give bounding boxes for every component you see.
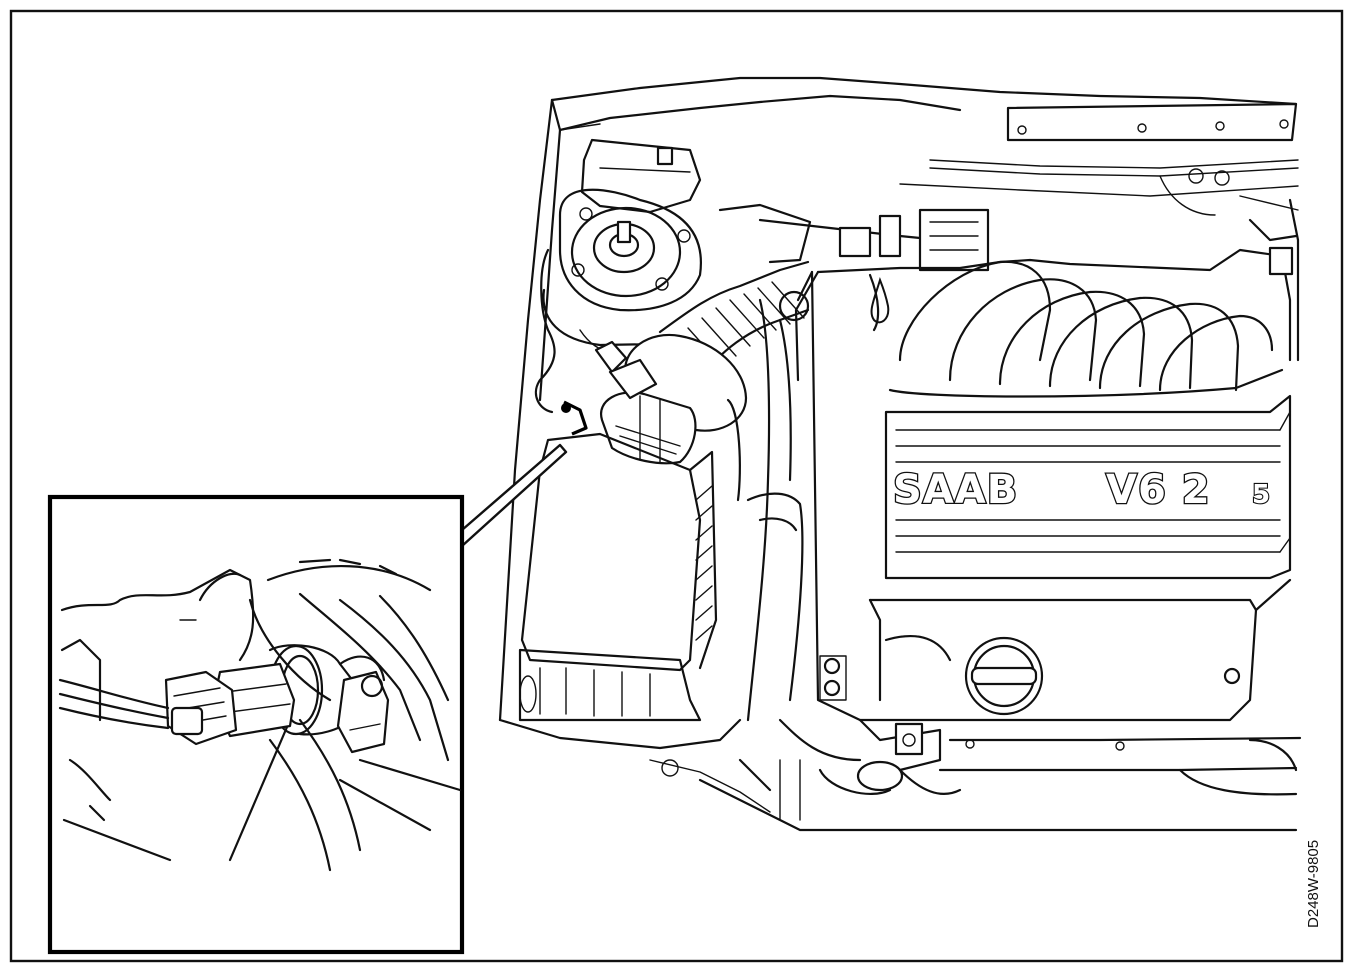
model-badge-sub: 5 [1252, 480, 1270, 510]
figure-code: D248W-9805 [1305, 840, 1322, 928]
callout-pointer [460, 443, 568, 548]
detail-inset [47, 494, 465, 955]
engine-bay [498, 76, 1302, 832]
model-badge: V6 2 [1106, 467, 1211, 513]
brand-badge: SAAB [893, 467, 1018, 513]
figure-border [9, 9, 1344, 963]
